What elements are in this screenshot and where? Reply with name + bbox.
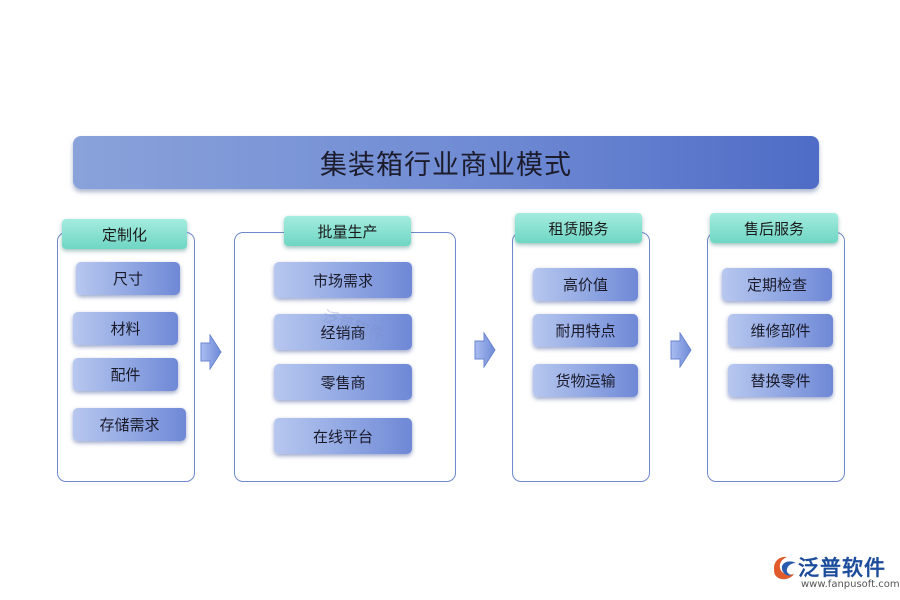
item-storage-needs: 存储需求 — [73, 408, 186, 441]
header-leasing-service: 租赁服务 — [515, 213, 642, 243]
item-regular-inspection: 定期检查 — [722, 268, 832, 301]
diagram-title: 集装箱行业商业模式 — [320, 150, 572, 181]
arrow-right-icon — [474, 332, 496, 368]
item-durability: 耐用特点 — [533, 314, 638, 347]
brand-name: 泛普软件 — [798, 556, 886, 580]
item-repair-parts: 维修部件 — [728, 314, 833, 347]
item-size: 尺寸 — [76, 262, 180, 295]
header-after-sales: 售后服务 — [710, 213, 838, 243]
item-cargo-transport: 货物运输 — [533, 364, 638, 397]
brand-logo: 泛普软件 www.fanpusoft.com — [768, 552, 900, 594]
title-banner: 集装箱行业商业模式 — [73, 136, 819, 189]
item-replacement-parts: 替换零件 — [728, 364, 833, 397]
item-distributor: 经销商 — [274, 314, 412, 350]
brand-url: www.fanpusoft.com — [801, 579, 900, 590]
header-mass-production: 批量生产 — [284, 216, 411, 246]
item-material: 材料 — [73, 312, 178, 345]
arrow-right-icon — [670, 332, 692, 368]
brand-logo-icon — [774, 556, 796, 580]
header-customization: 定制化 — [62, 219, 187, 249]
item-high-value: 高价值 — [533, 268, 638, 301]
arrow-right-icon — [200, 334, 222, 370]
item-online-platform: 在线平台 — [274, 418, 412, 454]
item-market-demand: 市场需求 — [274, 262, 412, 298]
item-accessories: 配件 — [73, 358, 178, 391]
item-retailer: 零售商 — [274, 364, 412, 400]
